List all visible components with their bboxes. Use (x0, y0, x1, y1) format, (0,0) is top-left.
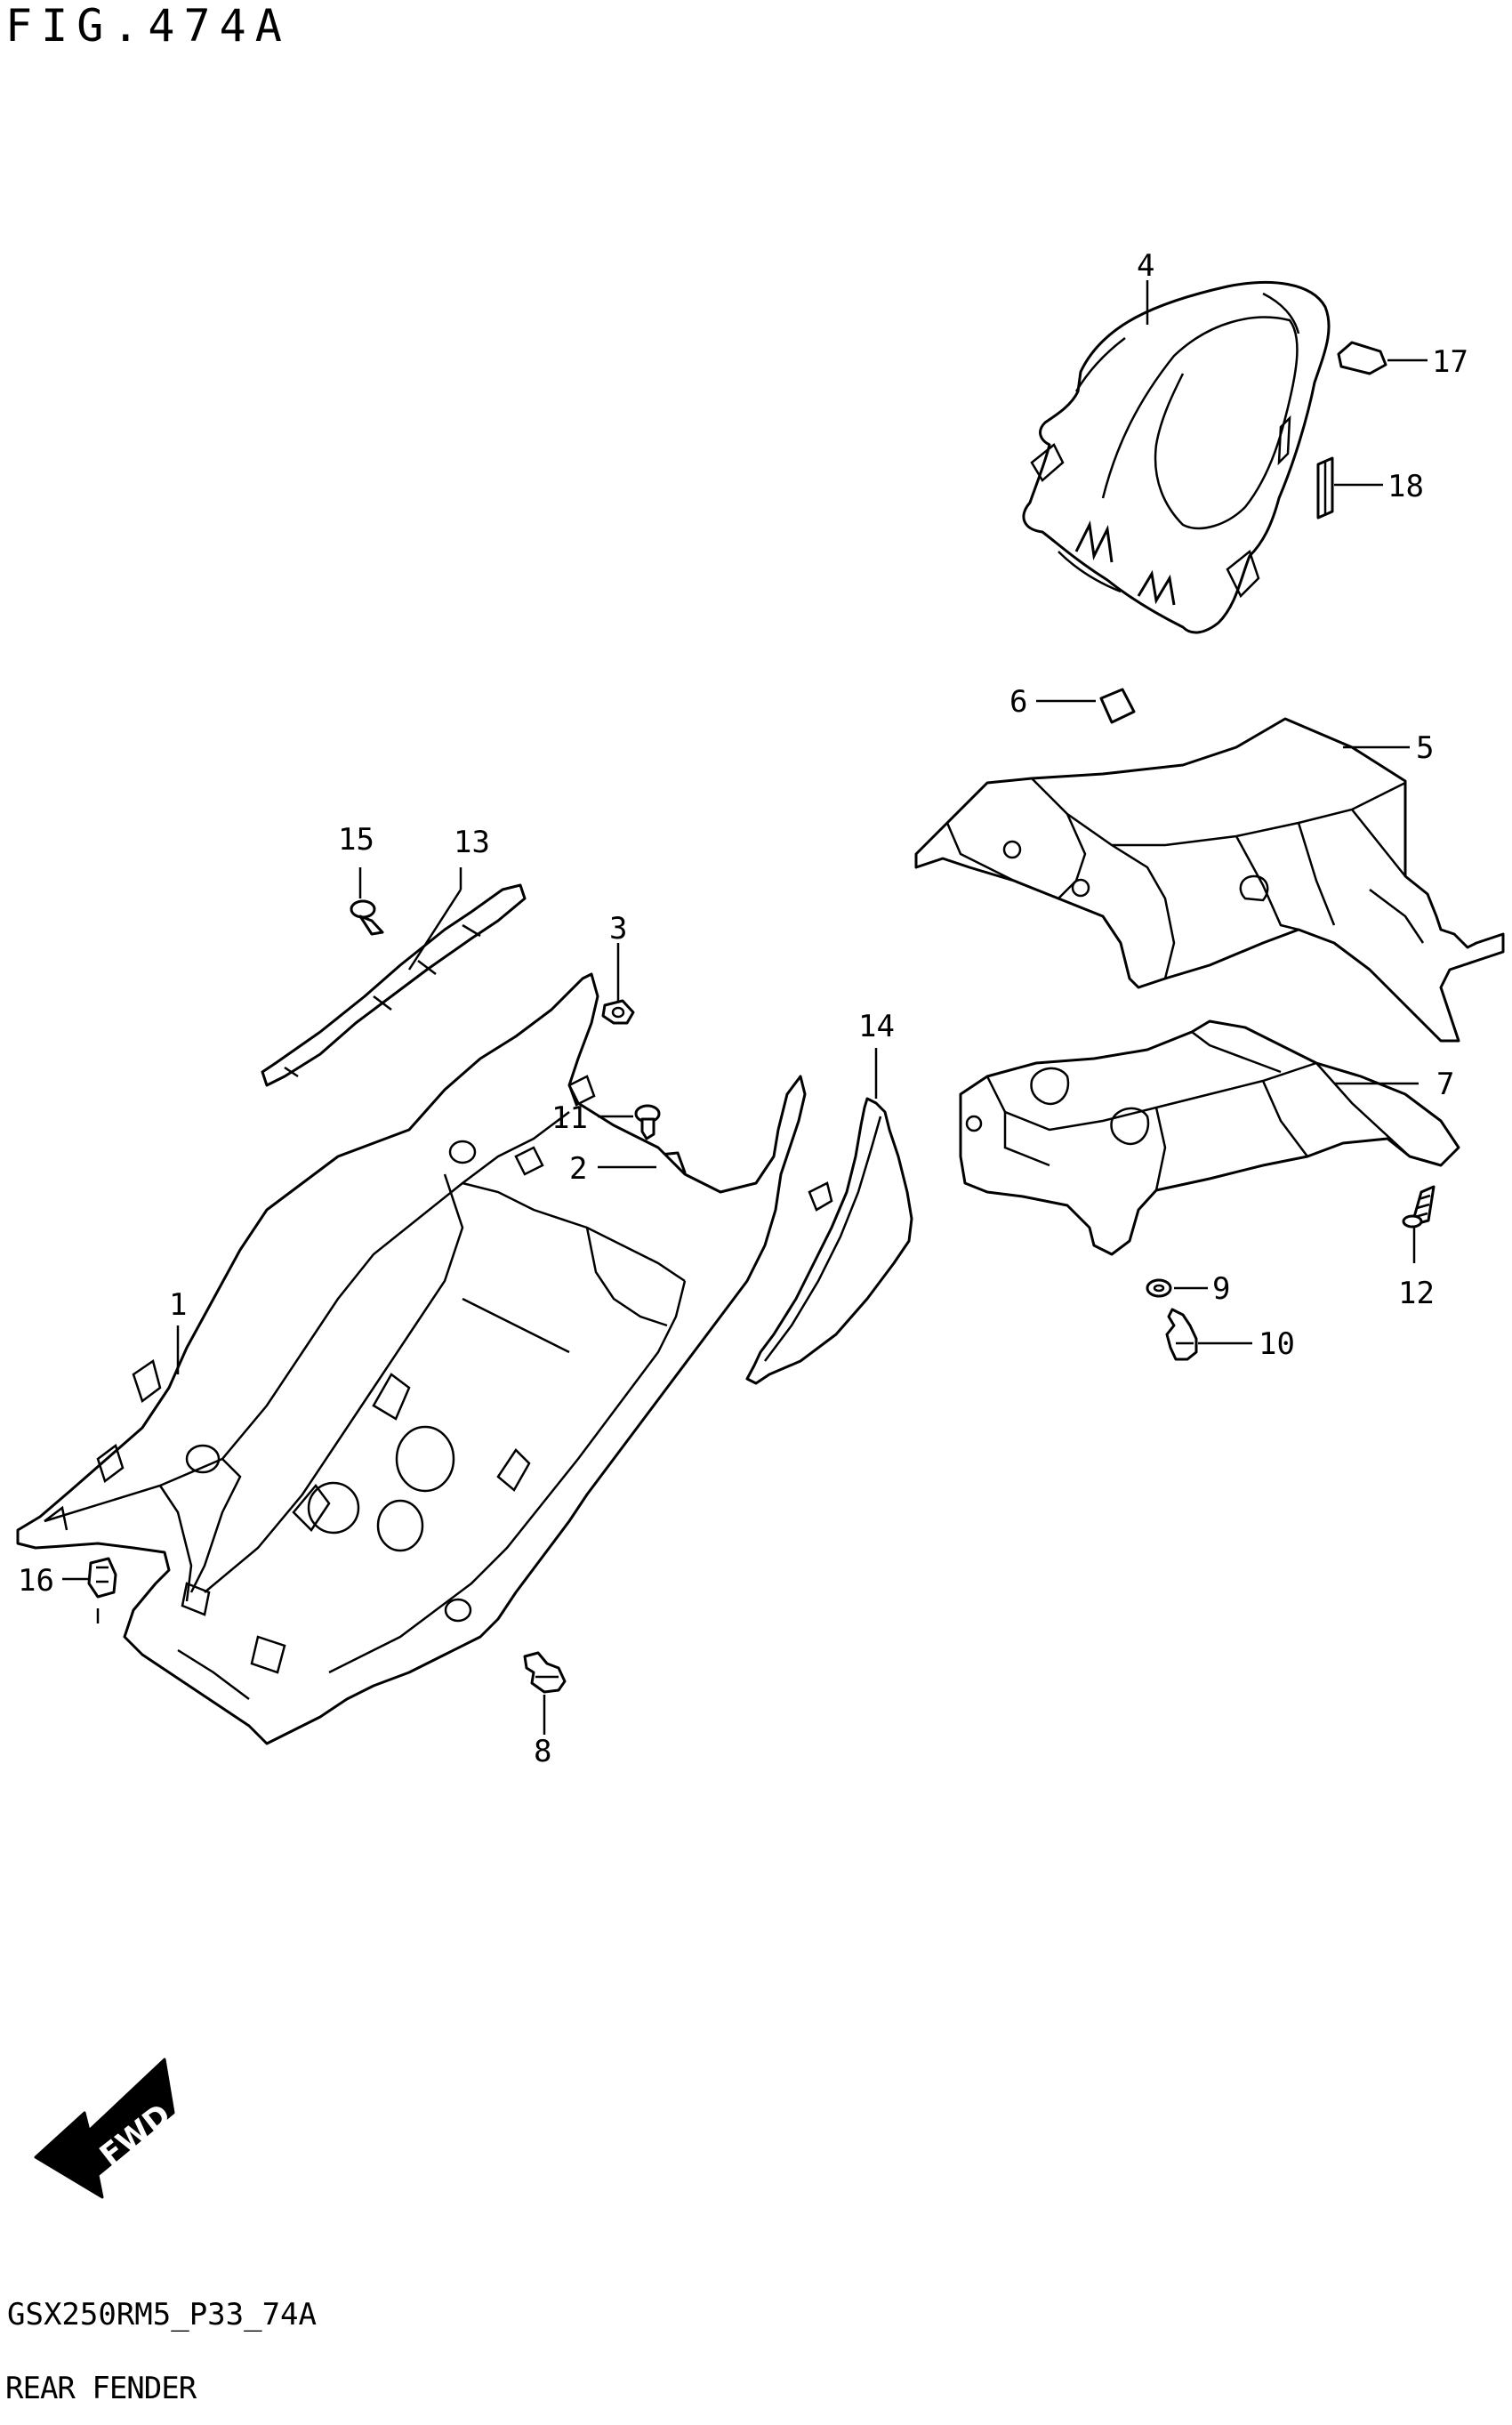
callout-2: 2 (569, 1151, 587, 1187)
part-4-rear-cover[interactable] (1022, 281, 1331, 634)
callout-11: 11 (551, 1100, 588, 1136)
forward-direction-arrow: FWD (34, 2058, 178, 2199)
part-14-side-cover[interactable] (745, 1097, 913, 1385)
part-12-screw[interactable] (1402, 1185, 1436, 1229)
part-3-clip[interactable] (601, 999, 635, 1025)
part-17-cushion[interactable] (1337, 341, 1387, 375)
part-16-clip[interactable] (87, 1557, 117, 1599)
figure-name: REAR FENDER (5, 2371, 197, 2406)
callout-12: 12 (1398, 1276, 1435, 1311)
callout-16: 16 (18, 1563, 54, 1599)
part-7-rear-fender-lower[interactable] (959, 1019, 1460, 1256)
callout-7: 7 (1436, 1067, 1454, 1102)
callout-6: 6 (1009, 684, 1027, 720)
part-1-rear-fender-main[interactable] (16, 972, 807, 1745)
part-18-cushion[interactable] (1316, 456, 1334, 520)
figure-code: GSX250RM5_P33_74A (7, 2297, 317, 2332)
callout-13: 13 (454, 825, 490, 860)
callout-8: 8 (534, 1734, 551, 1769)
part-5-rear-fender-upper[interactable] (914, 717, 1505, 1043)
callout-15: 15 (338, 822, 374, 858)
callout-1: 1 (169, 1287, 187, 1323)
figure-title: FIG.474A (5, 0, 291, 52)
callout-14: 14 (858, 1009, 895, 1044)
callout-18: 18 (1387, 469, 1424, 504)
leader-lines (62, 280, 1428, 1735)
callout-4: 4 (1137, 248, 1154, 284)
part-15-screw[interactable] (350, 899, 384, 936)
part-11-screw[interactable] (634, 1104, 661, 1140)
part-13-bracket[interactable] (261, 883, 527, 1087)
part-10-bolt[interactable] (1165, 1308, 1198, 1361)
callout-3: 3 (609, 911, 627, 947)
callout-numbers: 4 17 18 6 5 7 9 10 12 15 13 3 11 2 14 1 … (18, 248, 1468, 1769)
callout-9: 9 (1212, 1271, 1230, 1307)
callout-5: 5 (1416, 730, 1434, 766)
part-8-bolt[interactable] (523, 1651, 567, 1694)
part-9-washer[interactable] (1146, 1278, 1172, 1298)
part-6-cushion[interactable] (1099, 688, 1136, 724)
callout-10: 10 (1259, 1326, 1295, 1362)
callout-17: 17 (1432, 344, 1468, 380)
